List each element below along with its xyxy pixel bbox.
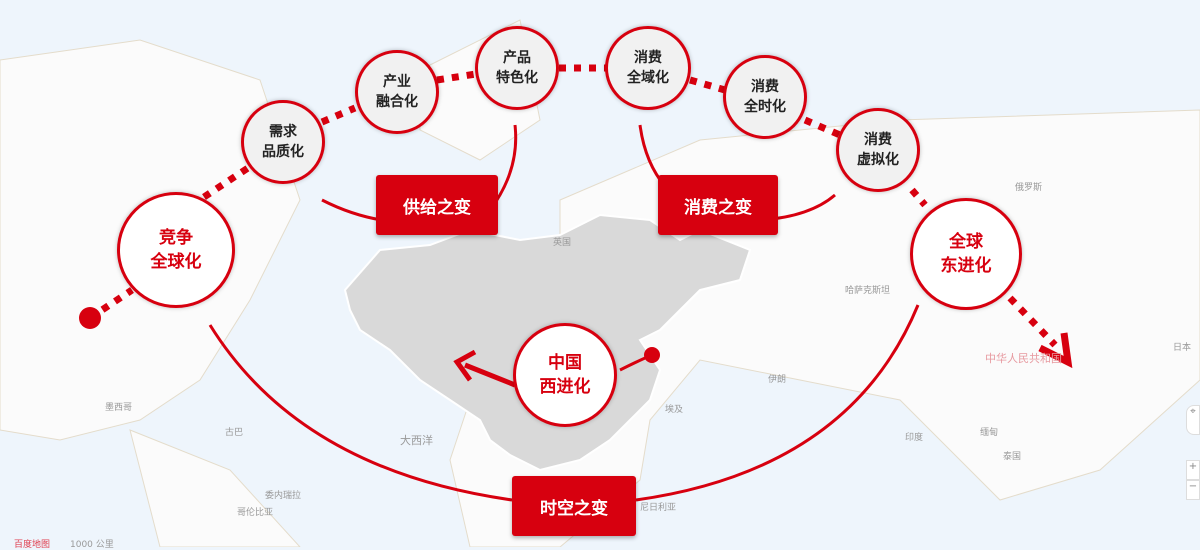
china-origin-dot (644, 347, 660, 363)
label-supply-change: 供给之变 (376, 175, 498, 235)
circle-consumption-all-domain: 消费 全域化 (605, 26, 691, 110)
west-arrow (464, 362, 516, 388)
label-consumption-change: 消费之变 (658, 175, 778, 235)
circle-product-feature: 产品 特色化 (475, 26, 559, 110)
map-label-colombia: 哥伦比亚 (237, 508, 274, 518)
map-label-russia: 俄罗斯 (1015, 183, 1043, 193)
map-label-kazakhstan: 哈萨克斯坦 (845, 286, 891, 296)
west-arrow-head (453, 349, 477, 382)
origin-dot (79, 307, 101, 329)
circle-competition-globalization: 竞争 全球化 (117, 192, 235, 308)
circle-global-eastward: 全球 东进化 (910, 198, 1022, 310)
zoom-in-button[interactable]: + (1186, 460, 1200, 480)
compass-control[interactable]: ⌖ (1186, 405, 1200, 435)
circle-consumption-virtual: 消费 虚拟化 (836, 108, 920, 192)
map-label-uk: 英国 (553, 238, 572, 248)
label-spacetime-change: 时空之变 (512, 476, 636, 536)
map-label-mexico: 墨西哥 (105, 403, 133, 413)
map-label-venezuela: 委内瑞拉 (265, 491, 302, 501)
map-label-cuba: 古巴 (225, 428, 244, 438)
circle-demand-quality: 需求 品质化 (241, 100, 325, 184)
map-label-atlantic: 大西洋 (400, 434, 433, 447)
map-label-thailand: 泰国 (1003, 452, 1022, 462)
map-label-egypt: 埃及 (665, 405, 684, 415)
circle-consumption-all-time: 消费 全时化 (723, 55, 807, 139)
circle-industry-fusion: 产业 融合化 (355, 50, 439, 134)
zoom-out-button[interactable]: − (1186, 480, 1200, 500)
map-label-burma: 缅甸 (980, 428, 999, 438)
circle-china-westward: 中国 西进化 (513, 323, 617, 427)
map-logo: 百度地图 (14, 540, 51, 550)
map-label-india: 印度 (905, 433, 924, 443)
map-label-japan: 日本 (1173, 343, 1192, 353)
map-label-nigeria: 尼日利亚 (640, 503, 677, 513)
map-scale: 1000 公里 (70, 540, 114, 550)
map-label-iran: 伊朗 (768, 375, 787, 385)
east-arrow-head (1038, 332, 1073, 369)
map-label-china: 中华人民共和国 (985, 352, 1062, 365)
